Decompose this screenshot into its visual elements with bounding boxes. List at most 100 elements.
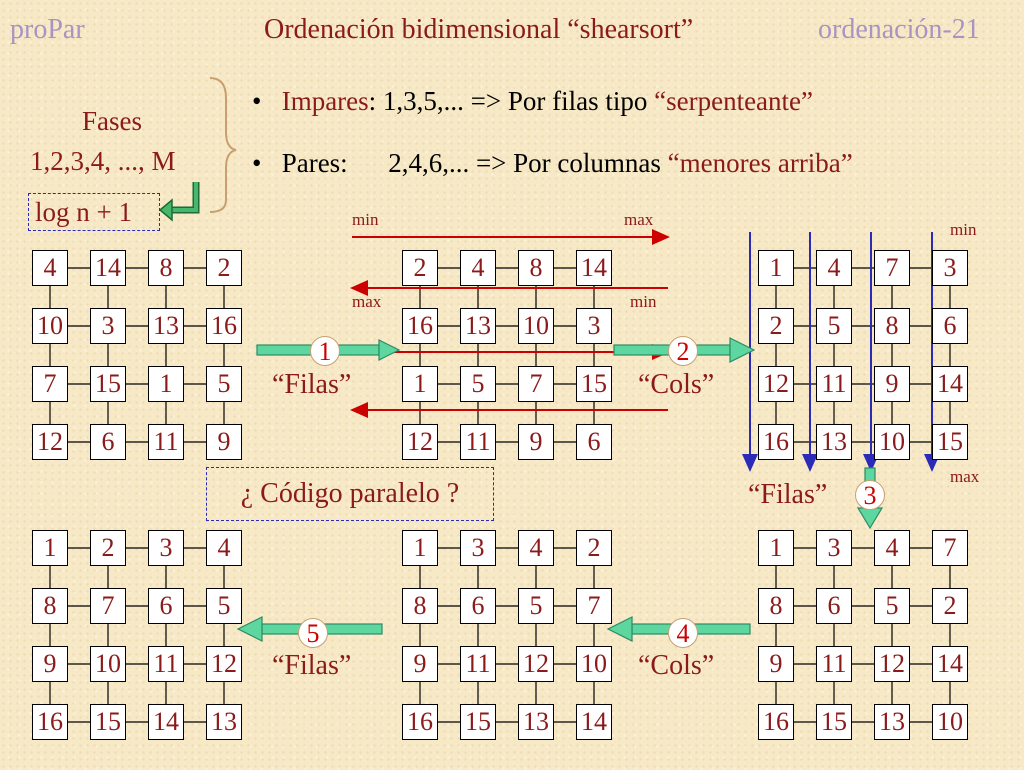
grid-cell: 10 [874,424,910,460]
grid-cell: 14 [932,646,968,682]
step-circle-2: 2 [668,336,698,366]
grid-cell: 6 [816,588,852,624]
grid-cell: 12 [402,424,438,460]
grid-cell: 14 [576,704,612,740]
grid-cell: 9 [32,646,68,682]
label-max-top: max [624,210,654,229]
bullet-odd-rest: : 1,3,5,... => Por filas tipo [368,86,655,116]
label-min-right: min [950,220,977,239]
grid-cell: 14 [90,250,126,286]
grid-cell: 5 [460,366,496,402]
grid-cell: 8 [402,588,438,624]
grid-cell: 8 [874,308,910,344]
grid-cell: 2 [576,530,612,566]
grid-cell: 9 [874,366,910,402]
grid-cell: 15 [460,704,496,740]
grid-cell: 12 [206,646,242,682]
grid-cell: 3 [932,250,968,286]
grid-cell: 6 [460,588,496,624]
grid-cell: 4 [206,530,242,566]
grid-cell: 7 [90,588,126,624]
bullet-dot: • [252,148,262,178]
grid-cell: 10 [932,704,968,740]
fases-label: Fases [82,106,142,136]
grid-cell: 15 [816,704,852,740]
bullet-even: • Pares: 2,4,6,... => Por columnas “meno… [252,148,853,179]
grid-cell: 4 [816,250,852,286]
step-circle-4: 4 [668,618,698,648]
grid-cell: 6 [932,308,968,344]
grid-cell: 9 [402,646,438,682]
grid-cell: 2 [206,250,242,286]
label-min-top: min [352,210,379,229]
step-label-4: “Cols” [638,650,715,681]
step-label-2: “Cols” [638,369,715,400]
grid-cell: 15 [90,704,126,740]
grid-cell: 16 [402,308,438,344]
label-max-mid: max [352,292,382,311]
grid-cell: 15 [932,424,968,460]
bullet-dot: • [252,86,262,116]
grid-cell: 7 [32,366,68,402]
grid-cell: 11 [816,646,852,682]
grid-cell: 13 [460,308,496,344]
grid-cell: 12 [758,366,794,402]
grid-cell: 8 [32,588,68,624]
bullet-even-lead: Pares: [281,148,348,178]
grid-cell: 10 [576,646,612,682]
grid-cell: 1 [402,366,438,402]
step-circle-3: 3 [855,480,885,510]
bullet-odd-highlight: “serpenteante” [654,86,814,116]
grid-cell: 9 [206,424,242,460]
grid-cell: 13 [518,704,554,740]
grid-cell: 14 [148,704,184,740]
grid-cell: 3 [148,530,184,566]
grid-cell: 16 [402,704,438,740]
grid-cell: 3 [460,530,496,566]
grid-cell: 10 [32,308,68,344]
step-circle-1: 1 [310,336,340,366]
grid-cell: 1 [148,366,184,402]
grid-cell: 2 [90,530,126,566]
bullet-odd: • Impares: 1,3,5,... => Por filas tipo “… [252,86,813,117]
bullet-odd-lead: Impares [281,86,369,116]
grid-cell: 12 [32,424,68,460]
grid-cell: 15 [576,366,612,402]
grid-cell: 5 [518,588,554,624]
step-label-5: “Filas” [272,650,352,681]
grid-cell: 16 [758,704,794,740]
grid-cell: 13 [148,308,184,344]
grid-cell: 11 [816,366,852,402]
grid-cell: 15 [90,366,126,402]
header-right: ordenación-21 [818,14,980,45]
grid-cell: 2 [758,308,794,344]
bullet-even-rest: 2,4,6,... => Por columnas [347,148,668,178]
grid-cell: 7 [576,588,612,624]
grid-cell: 8 [518,250,554,286]
brace [209,77,237,213]
grid-cell: 4 [518,530,554,566]
grid-cell: 11 [460,646,496,682]
grid-cell: 16 [32,704,68,740]
fases-range: 1,2,3,4, ..., M [30,146,176,176]
grid-cell: 8 [148,250,184,286]
grid-cell: 11 [148,646,184,682]
grid-cell: 12 [518,646,554,682]
grid-cell: 10 [518,308,554,344]
step-circle-5: 5 [298,618,328,648]
grid-cell: 5 [874,588,910,624]
grid-cell: 16 [206,308,242,344]
grid-cell: 7 [518,366,554,402]
grid-cell: 2 [402,250,438,286]
grid-cell: 13 [816,424,852,460]
step-label-3: “Filas” [748,479,828,510]
grid-cell: 12 [874,646,910,682]
grid-cell: 1 [32,530,68,566]
grid-cell: 5 [206,588,242,624]
grid-cell: 7 [932,530,968,566]
grid-cell: 6 [576,424,612,460]
grid-cell: 1 [758,530,794,566]
header-left: proPar [10,14,85,45]
